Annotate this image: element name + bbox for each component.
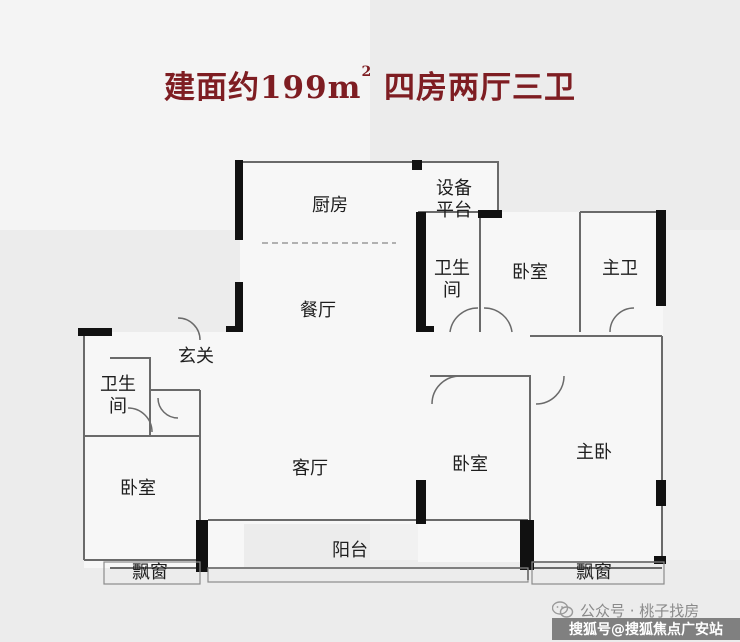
room-entrance: 玄关 (178, 346, 214, 367)
door-swings (127, 307, 635, 433)
account-name: 公众号 · 桃子找房 (580, 601, 700, 620)
room-master-bedroom: 主卧 (576, 442, 612, 463)
room-balcony: 阳台 (332, 540, 368, 561)
room-bathroom-mid: 卫生 间 (434, 258, 470, 301)
title-superscript: 2 (361, 64, 373, 80)
floor-fills (84, 162, 663, 568)
title-suffix: 四房两厅三卫 (372, 70, 577, 106)
wechat-icon (552, 601, 574, 618)
room-dining: 餐厅 (300, 300, 336, 321)
title-main: 建面约199m (163, 70, 362, 106)
room-equipment-platform: 设备 平台 (436, 178, 472, 221)
room-bay-window-right: 飘窗 (576, 562, 612, 583)
room-bedroom-left: 卧室 (120, 478, 156, 499)
room-kitchen: 厨房 (312, 195, 348, 216)
room-bathroom-left: 卫生 间 (100, 374, 136, 417)
room-master-bath: 主卫 (602, 258, 638, 279)
room-bedroom-top: 卧室 (512, 262, 548, 283)
account-watermark: 公众号 · 桃子找房 (552, 598, 740, 622)
source-watermark: 搜狐号@搜狐焦点广安站 (552, 618, 740, 640)
thick-walls (78, 160, 666, 572)
room-bedroom-mid: 卧室 (452, 454, 488, 475)
plan-title: 建面约199m2 四房两厅三卫 (0, 62, 740, 107)
room-living: 客厅 (292, 458, 328, 479)
bay-window-frames (103, 561, 665, 585)
room-bay-window-left: 飘窗 (132, 562, 168, 583)
